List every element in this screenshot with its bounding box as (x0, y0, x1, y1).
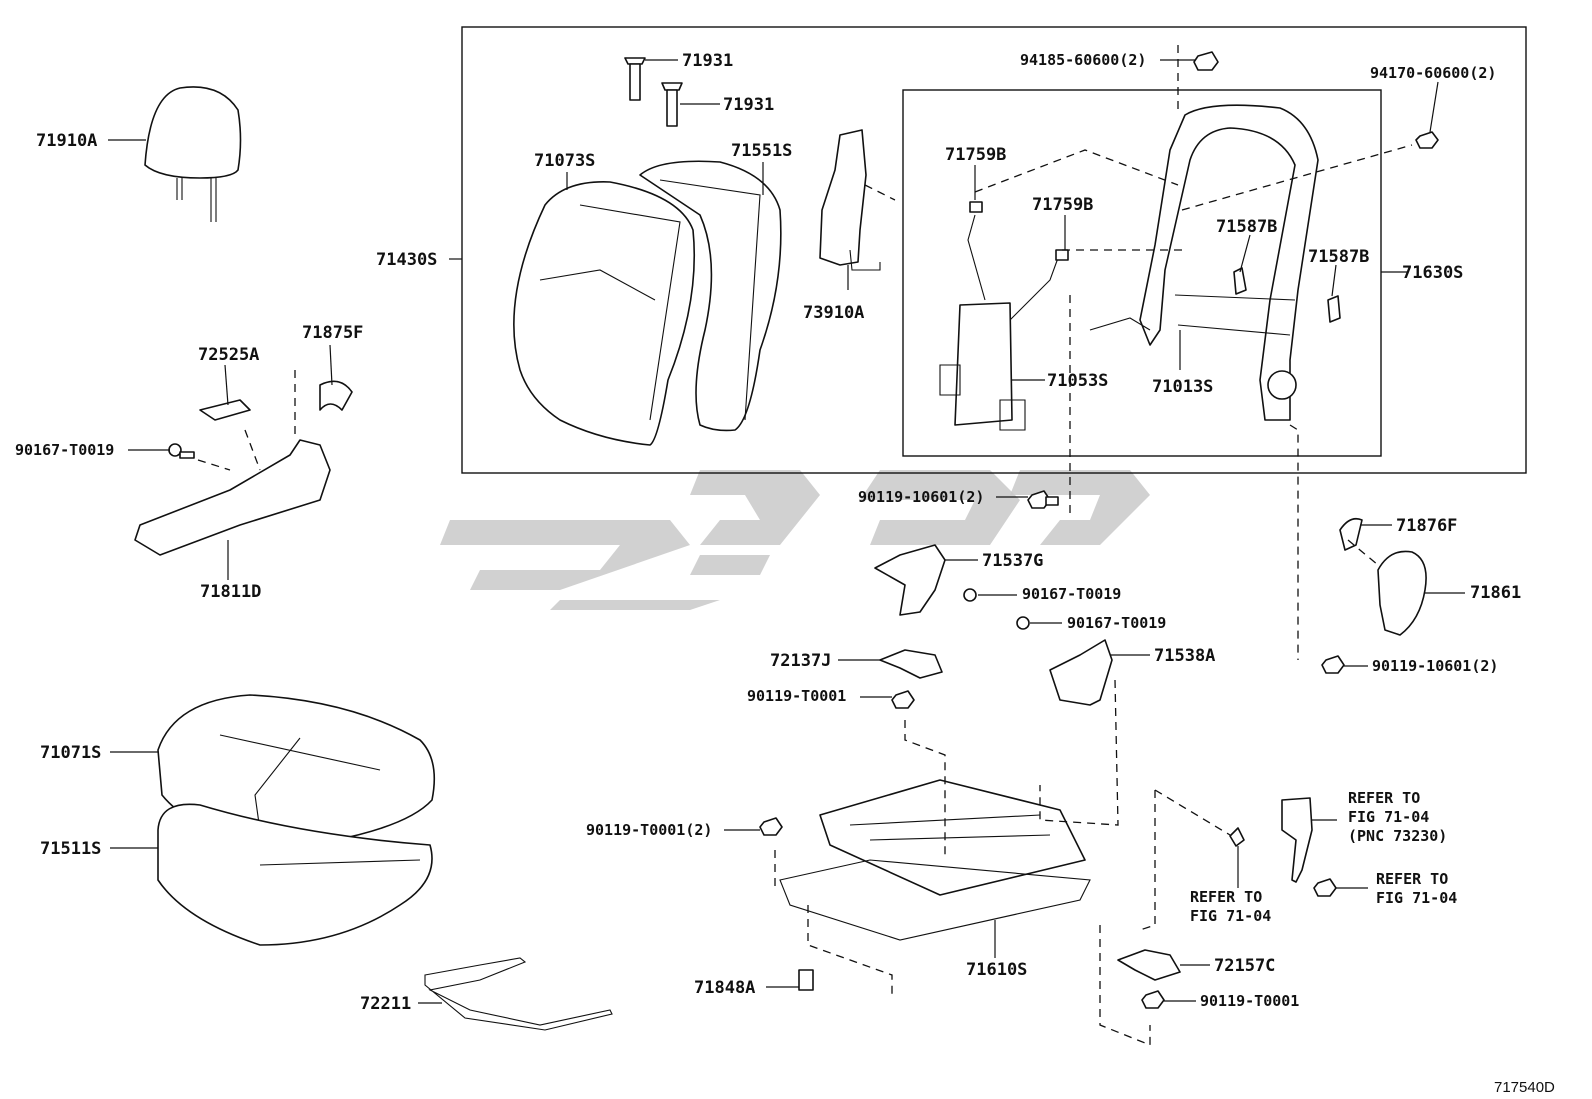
label-90119-t0001-2: 90119-T0001(2) (586, 821, 712, 839)
small-cover-right-icon (1339, 517, 1363, 551)
label-71538a: 71538A (1154, 646, 1215, 666)
bolt-icon (798, 969, 814, 991)
seat-adjuster-icon (779, 779, 1091, 941)
bolt-icon (891, 690, 915, 709)
label-72525a: 72525A (198, 345, 259, 365)
label-71071s: 71071S (40, 743, 101, 763)
label-71931-lower: 71931 (723, 95, 774, 115)
nut-icon (1193, 51, 1439, 149)
cover-71537g-icon (874, 544, 946, 616)
label-71430s: 71430S (376, 250, 437, 270)
back-pad-icon (639, 160, 782, 432)
belt-buckle-icon (1281, 797, 1313, 883)
label-71861: 71861 (1470, 583, 1521, 603)
wire-icon (424, 957, 613, 1031)
label-71013s: 71013S (1152, 377, 1213, 397)
bolt-icon (1321, 655, 1345, 674)
bolt-icon (759, 817, 783, 836)
label-71511s: 71511S (40, 839, 101, 859)
persian-logo-watermark (440, 470, 1150, 610)
label-71053s: 71053S (1047, 371, 1108, 391)
label-71587b-right: 71587B (1308, 247, 1369, 267)
label-71587b-center: 71587B (1216, 217, 1277, 237)
back-cover-icon (513, 181, 696, 446)
label-71537g: 71537G (982, 551, 1043, 571)
bolt-icon (1141, 990, 1165, 1009)
clip-72157c-icon (1117, 949, 1181, 981)
pin-icon (624, 57, 683, 127)
label-90119-t0001-b: 90119-T0001 (1200, 992, 1299, 1010)
label-90119-t0001-a: 90119-T0001 (747, 687, 846, 705)
back-assy-frame (461, 26, 1527, 474)
label-line: (PNC 73230) (1348, 827, 1447, 845)
bolt-icon (1027, 490, 1059, 509)
side-airbag-icon (819, 129, 881, 271)
label-line: REFER TO (1190, 888, 1262, 906)
label-71073s: 71073S (534, 151, 595, 171)
screw-icon (963, 588, 1030, 630)
clip-72137j-icon (879, 649, 943, 679)
label-71630s: 71630S (1402, 263, 1463, 283)
shield-right-icon (1377, 550, 1427, 636)
label-71848a: 71848A (694, 978, 755, 998)
label-71875f: 71875F (302, 323, 363, 343)
label-72211: 72211 (360, 994, 411, 1014)
label-72137j: 72137J (770, 651, 831, 671)
label-90167-center1: 90167-T0019 (1022, 585, 1121, 603)
label-90119-10601-center: 90119-10601(2) (858, 488, 984, 506)
label-71811d: 71811D (200, 582, 261, 602)
part-labels: 71910A 71430S 71931 71931 71073S 71551S … (15, 51, 1555, 1096)
label-90119-10601-right: 90119-10601(2) (1372, 657, 1498, 675)
label-71610s: 71610S (966, 960, 1027, 980)
small-cover-icon (319, 380, 353, 411)
label-72157c: 72157C (1214, 956, 1275, 976)
label-71931-upper: 71931 (682, 51, 733, 71)
label-line: FIG 71-04 (1376, 889, 1457, 907)
label-71759b-right: 71759B (1032, 195, 1093, 215)
label-90167-center2: 90167-T0019 (1067, 614, 1166, 632)
cushion-pad-icon (157, 803, 433, 946)
label-90167-left: 90167-T0019 (15, 441, 114, 459)
lever-icon (199, 399, 251, 421)
headrest-icon (144, 86, 242, 222)
label-line: REFER TO (1376, 870, 1448, 888)
assembly-dashed-lines (197, 45, 1413, 1046)
label-71876f: 71876F (1396, 516, 1457, 536)
label-71910a: 71910A (36, 131, 97, 151)
lumbar-support-icon (939, 201, 1069, 431)
label-73910a: 73910A (803, 303, 864, 323)
figure-id: 717540D (1494, 1079, 1555, 1096)
nut-icon (1313, 878, 1337, 897)
label-line: FIG 71-04 (1348, 808, 1429, 826)
cover-71538a-icon (1049, 639, 1113, 706)
bracket-icon (1229, 827, 1245, 847)
label-94185: 94185-60600(2) (1020, 51, 1146, 69)
screw-icon (168, 443, 195, 459)
shield-left-icon (134, 439, 331, 556)
label-71759b-left: 71759B (945, 145, 1006, 165)
label-line: FIG 71-04 (1190, 907, 1271, 925)
label-71551s: 71551S (731, 141, 792, 161)
back-frame-icon (1089, 104, 1319, 421)
back-frame-subbox (902, 89, 1382, 457)
label-94170: 94170-60600(2) (1370, 64, 1496, 82)
label-line: REFER TO (1348, 789, 1420, 807)
leader-lines (108, 59, 1465, 1004)
hook-icon (1233, 267, 1341, 323)
